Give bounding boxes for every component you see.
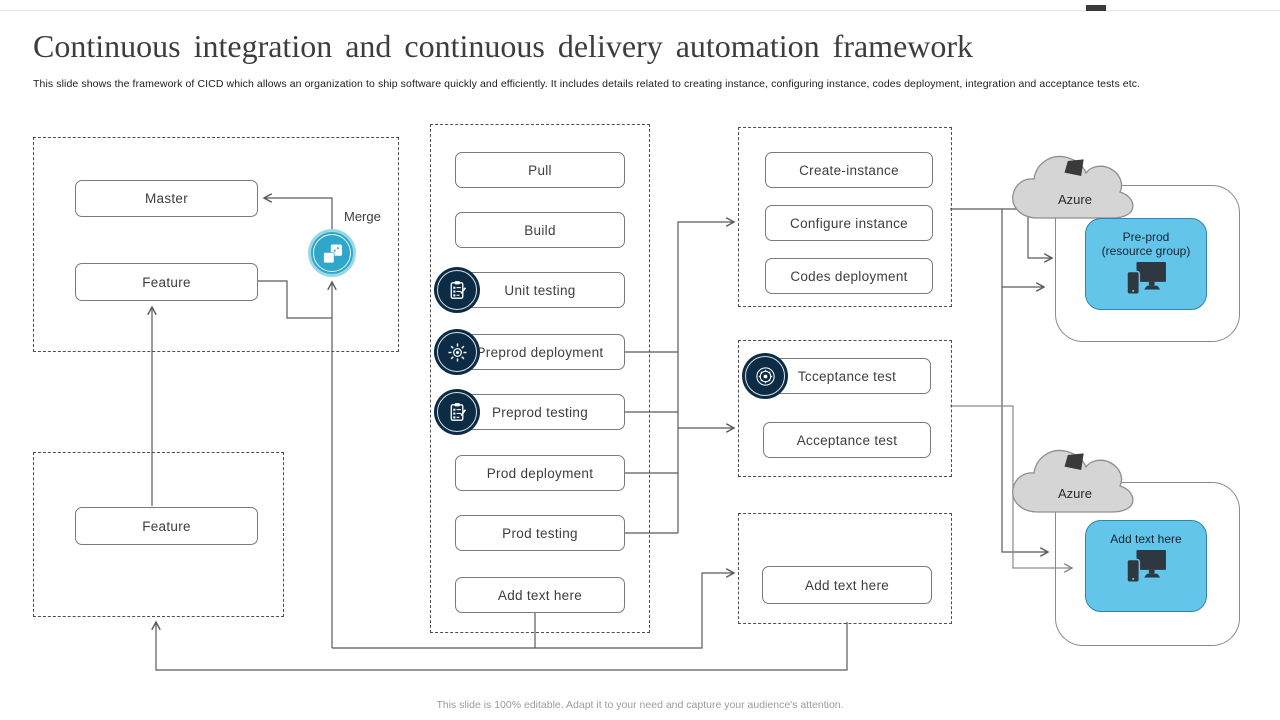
acceptance-test-label: Acceptance test [796,432,898,448]
placeholder-label: Add text here [804,577,890,593]
gear-burst-icon [434,329,480,375]
preprod-resource-group-box[interactable]: Pre-prod (resource group) [1085,218,1207,310]
create-instance-box[interactable]: Create-instance [765,152,933,188]
preprod-label-line2: (resource group) [1101,244,1191,258]
codes-deployment-box[interactable]: Codes deployment [765,258,933,294]
configure-instance-label: Configure instance [790,215,908,231]
tcceptance-test-box[interactable]: Tcceptance test [763,358,931,394]
codes-deployment-label: Codes deployment [790,268,908,284]
pipeline-step-build[interactable]: Build [455,212,625,248]
placeholder-resource-group-box[interactable]: Add text here [1085,520,1207,612]
instance-group-container [738,127,952,307]
pipeline-step-label: Prod deployment [486,465,594,481]
feature-branch-top-label: Feature [142,274,191,290]
pipeline-step-preprod-testing[interactable]: Preprod testing [455,394,625,430]
azure-cloud-bottom[interactable]: Azure [1008,440,1142,520]
top-divider [0,10,1280,11]
pipeline-step-label: Preprod testing [491,404,589,420]
feature-branch-bottom-box[interactable]: Feature [75,507,258,545]
create-instance-label: Create-instance [799,162,899,178]
preprod-label-line1: Pre-prod [1122,230,1170,244]
gear-target-icon [742,353,788,399]
branch-group-container [33,137,399,352]
top-corner-mark [1086,5,1106,11]
placeholder-group-container [738,513,952,624]
pipeline-step-preprod-deployment[interactable]: Preprod deployment [455,334,625,370]
desktop-devices-icon [1086,261,1206,302]
merge-documents-icon [308,229,356,277]
azure-cloud-label: Azure [1058,192,1092,207]
pipeline-step-prod-deployment[interactable]: Prod deployment [455,455,625,491]
feature-branch-bottom-label: Feature [142,518,191,534]
azure-logo-icon [1062,156,1087,186]
merge-label: Merge [344,209,381,224]
pipeline-step-label: Build [524,222,556,238]
page-subtitle: This slide shows the framework of CICD w… [33,78,1141,90]
pipeline-step-unit-testing[interactable]: Unit testing [455,272,625,308]
pipeline-step-prod-testing[interactable]: Prod testing [455,515,625,551]
acceptance-group-container [738,340,952,477]
pipeline-step-pull[interactable]: Pull [455,152,625,188]
acceptance-test-box[interactable]: Acceptance test [763,422,931,458]
feature-branch-container [33,452,284,617]
footer-note: This slide is 100% editable. Adapt it to… [436,699,844,711]
clipboard-checklist-icon [434,267,480,313]
cloud-icon [1012,155,1134,219]
azure-cloud-label: Azure [1058,486,1092,501]
cloud-icon [1012,449,1134,513]
tcceptance-test-label: Tcceptance test [797,368,897,384]
master-branch-box[interactable]: Master [75,180,258,217]
pipeline-step-label: Pull [528,162,552,178]
placeholder-environment-container [1055,482,1240,646]
preprod-environment-container [1055,185,1240,342]
feature-branch-top-box[interactable]: Feature [75,263,258,301]
pipeline-step-placeholder[interactable]: Add text here [455,577,625,613]
placeholder-box[interactable]: Add text here [762,566,932,604]
pipeline-step-label: Prod testing [502,525,578,541]
master-branch-label: Master [144,191,189,206]
pipeline-step-label: Preprod deployment [476,344,604,360]
azure-logo-icon [1062,450,1087,480]
page-title: Continuous integration and continuous de… [33,28,974,64]
configure-instance-box[interactable]: Configure instance [765,205,933,241]
pipeline-container [430,124,650,633]
placeholder-box-label: Add text here [1110,532,1182,546]
pipeline-step-label: Unit testing [504,282,576,298]
desktop-devices-icon [1086,549,1206,590]
azure-cloud-top[interactable]: Azure [1008,146,1142,226]
pipeline-step-label: Add text here [497,587,583,603]
clipboard-checklist-icon [434,389,480,435]
